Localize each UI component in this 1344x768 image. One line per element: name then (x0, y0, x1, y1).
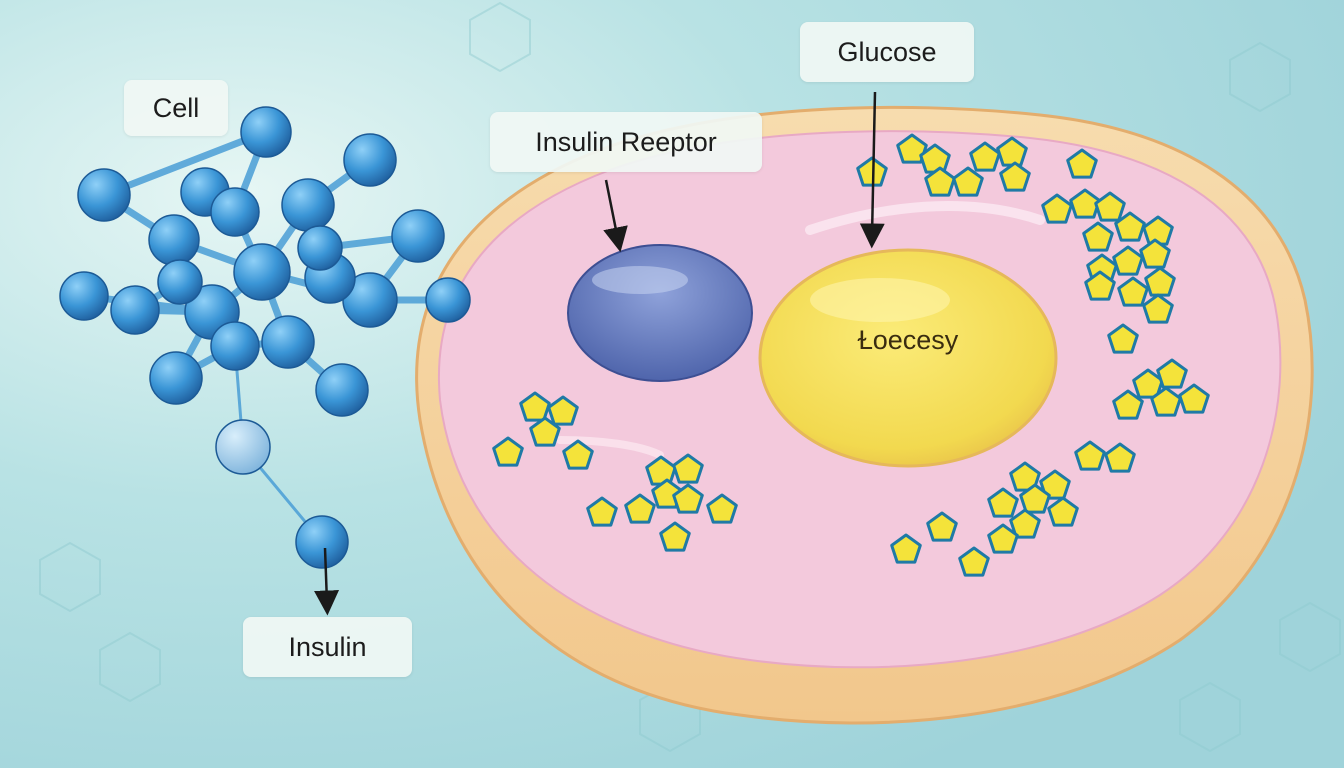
insulin-atom (210, 187, 260, 237)
background-hexagon-pattern (39, 1, 1341, 753)
glucose-molecule (706, 493, 738, 524)
insulin-receptor-label: Insulin Reeptor (490, 112, 762, 172)
insulin-bond (100, 128, 270, 199)
glucose-molecule (969, 141, 1001, 172)
glucose-molecule (1104, 442, 1136, 473)
cell-label: Cell (124, 80, 228, 136)
glucose-molecule (562, 439, 594, 470)
glucose-molecule (1009, 508, 1041, 539)
glucose-label: Glucose (800, 22, 974, 82)
glucose-arrow (859, 91, 885, 249)
cell-highlight (805, 201, 1045, 235)
insulin-atom (59, 271, 109, 321)
glucose-molecule (924, 166, 956, 197)
glucose-molecule (896, 133, 928, 164)
glucose-molecule (672, 453, 704, 484)
insulin-atom (343, 133, 397, 187)
insulin-receptor (567, 244, 753, 382)
glucose-molecule (1117, 276, 1149, 307)
glucose-molecule (586, 496, 618, 527)
glucose-molecule (529, 416, 561, 447)
glucose-molecule (547, 395, 579, 426)
glucose-molecule (659, 521, 691, 552)
glucose-molecule (1114, 211, 1146, 242)
glucose-molecule (624, 493, 656, 524)
insulin-atom (297, 225, 343, 271)
glucose-molecule (1112, 389, 1144, 420)
glucose-molecule (1094, 191, 1126, 222)
insulin-atom (148, 214, 200, 266)
insulin-atom (77, 168, 131, 222)
glucose-molecule (519, 391, 551, 422)
insulin-atom (391, 209, 445, 263)
insulin-atom (261, 315, 315, 369)
glucose-molecule (1142, 293, 1174, 324)
glucose-molecule (1084, 270, 1116, 301)
glucose-molecule (987, 487, 1019, 518)
insulin-atom (157, 259, 203, 305)
glucose-molecule (926, 511, 958, 542)
nucleus-label: Ɫoecesy (857, 324, 959, 355)
glucose-molecule (1019, 483, 1051, 514)
glucose-molecule (1039, 469, 1071, 500)
glucose-molecule (1082, 221, 1114, 252)
glucose-molecule (1009, 461, 1041, 492)
glucose-molecule (987, 523, 1019, 554)
glucose-molecule (1112, 245, 1144, 276)
insulin-atom (240, 106, 292, 158)
glucose-molecule (1069, 188, 1101, 219)
insulin-atom (233, 243, 291, 301)
glucose-molecule (1047, 496, 1079, 527)
insulin-atom (425, 277, 471, 323)
glucose-molecule (1074, 440, 1106, 471)
glucose-molecule (1156, 358, 1188, 389)
insulin-atom (315, 363, 369, 417)
insulin-atom (149, 351, 203, 405)
glucose-molecule (1107, 323, 1139, 354)
receptor-arrow (603, 179, 628, 253)
glucose-molecule (492, 436, 524, 467)
insulin-atom (281, 178, 335, 232)
glucose-molecule (1150, 386, 1182, 417)
insulin-molecule (59, 106, 471, 569)
glucose-molecule (1066, 148, 1098, 179)
insulin-atom (110, 285, 160, 335)
glucose-molecule (1178, 383, 1210, 414)
insulin-atom (210, 321, 260, 371)
glucose-molecule (1139, 238, 1171, 269)
insulin-arrow (314, 547, 340, 616)
nucleus (758, 248, 1058, 468)
insulin-label: Insulin (243, 617, 412, 677)
insulin-atom (295, 515, 349, 569)
glucose-molecules (492, 133, 1210, 577)
glucose-molecule (952, 166, 984, 197)
glucose-molecule (672, 483, 704, 514)
glucose-molecule (958, 546, 990, 577)
glucose-molecule (1041, 193, 1073, 224)
insulin-atom (215, 419, 271, 475)
glucose-molecule (890, 533, 922, 564)
glucose-molecule (999, 161, 1031, 192)
